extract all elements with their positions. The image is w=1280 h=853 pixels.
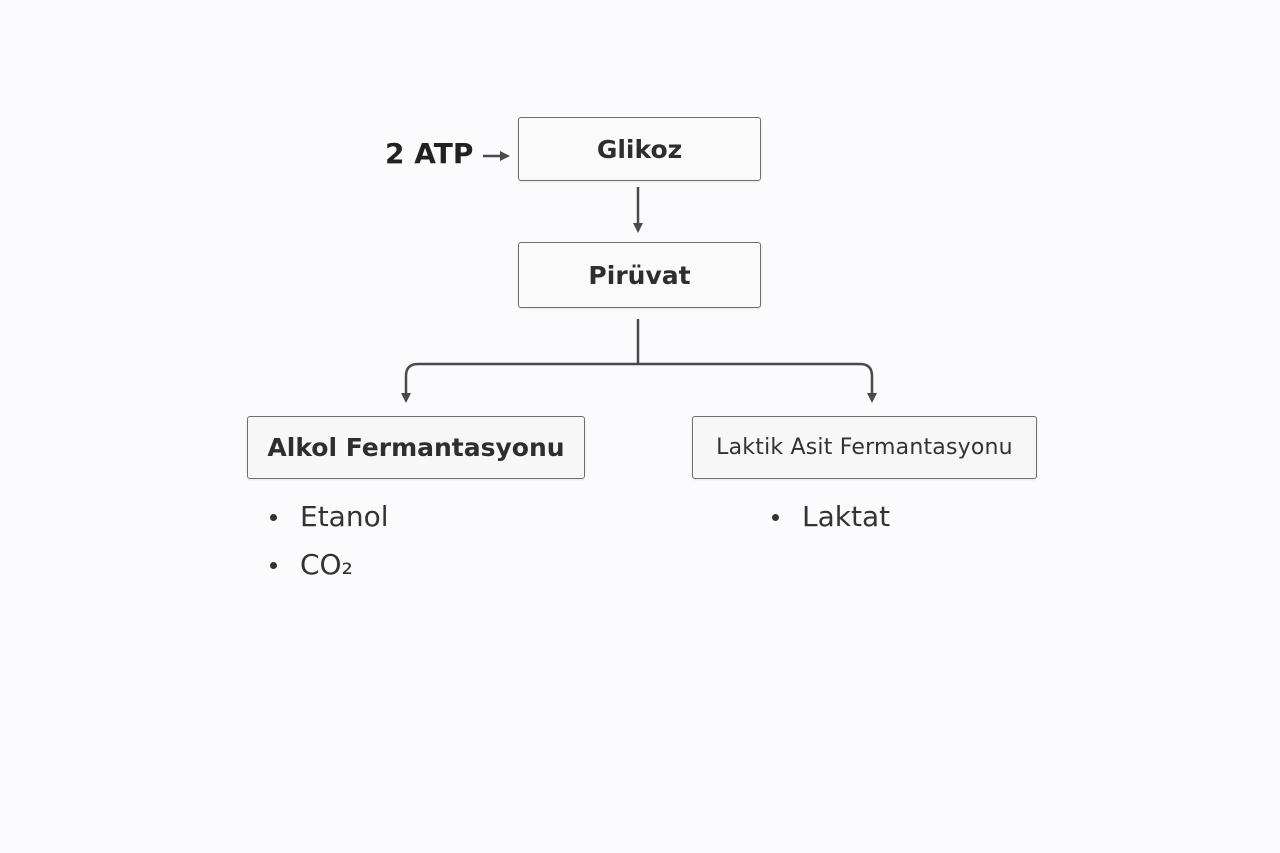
- product-item: CO₂: [270, 547, 388, 595]
- piruvat-branch-line: [418, 319, 860, 366]
- laktik-products-list: Laktat: [772, 499, 890, 547]
- product-label: Laktat: [802, 500, 891, 533]
- atp-input-label: 2 ATP: [385, 137, 474, 170]
- alkol-fermentation-node: Alkol Fermantasyonu: [247, 416, 585, 479]
- product-label: CO₂: [300, 548, 353, 581]
- laktik-fermentation-node: Laktik Asit Fermantasyonu: [692, 416, 1037, 479]
- branch-to-laktik-arrow: [859, 362, 877, 403]
- bullet-icon: [270, 514, 277, 521]
- bullet-icon: [270, 562, 277, 569]
- product-item: Laktat: [772, 499, 890, 547]
- piruvat-node: Pirüvat: [518, 242, 761, 308]
- bullet-icon: [772, 514, 779, 521]
- branch-to-alkol-arrow: [401, 362, 419, 403]
- product-item: Etanol: [270, 499, 388, 547]
- product-label: Etanol: [300, 500, 389, 533]
- alkol-products-list: Etanol CO₂: [270, 499, 388, 595]
- glikoz-node: Glikoz: [518, 117, 761, 181]
